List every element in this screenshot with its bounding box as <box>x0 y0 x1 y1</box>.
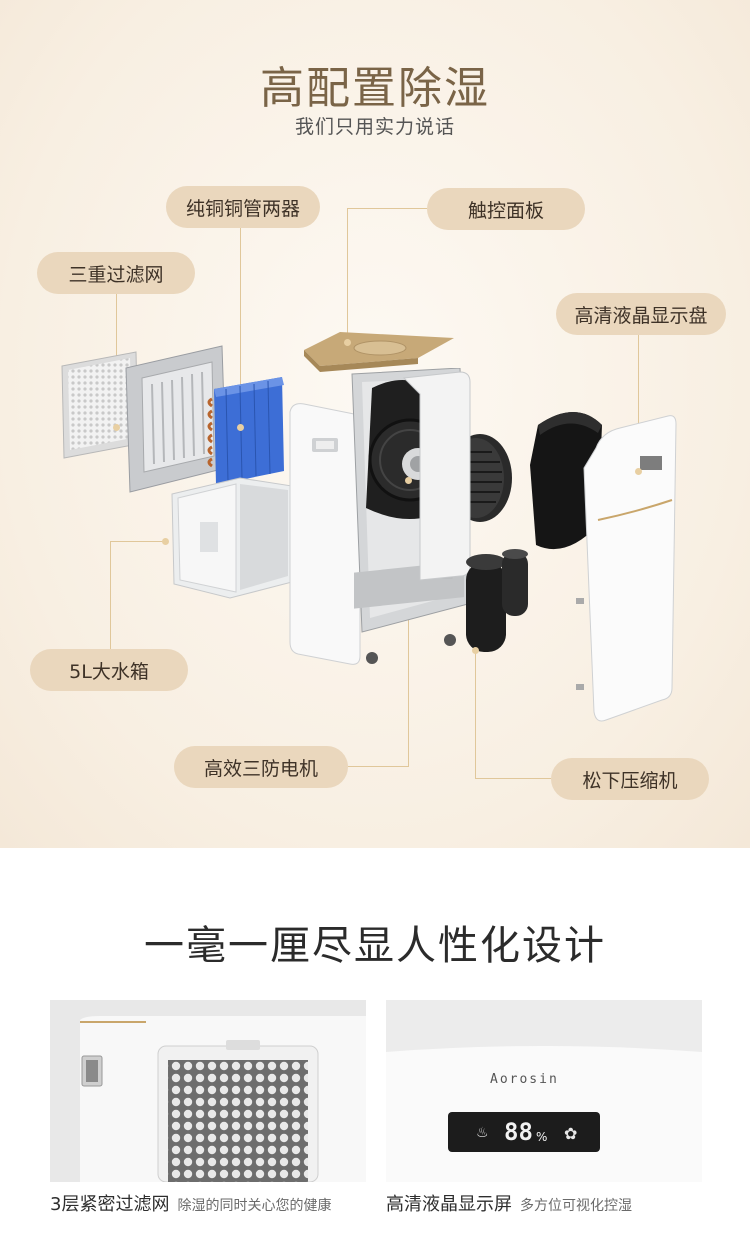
label-compressor: 松下压缩机 <box>551 758 709 800</box>
leader-copper-tube <box>240 228 241 428</box>
leader-motor-h <box>348 766 408 767</box>
label-motor: 高效三防电机 <box>174 746 348 788</box>
front-cover-image <box>576 415 677 722</box>
marker-dot-tank <box>162 538 169 545</box>
marker-dot-motor <box>405 477 412 484</box>
marker-dot-lcd <box>635 468 642 475</box>
copper-tube-evaporator-image <box>207 377 284 485</box>
filter-caption: 3层紧密过滤网 除湿的同时关心您的健康 <box>50 1190 331 1216</box>
marker-dot-touch <box>344 339 351 346</box>
exploded-view-section: 高配置除湿 我们只用实力说话 <box>0 0 750 848</box>
label-touch-panel: 触控面板 <box>427 188 585 230</box>
fan-mode-icon: ✿ <box>564 1124 578 1143</box>
lcd-caption-sub: 多方位可视化控湿 <box>520 1198 632 1214</box>
front-body-panel-image <box>289 403 361 665</box>
filter-caption-main: 3层紧密过滤网 <box>50 1194 170 1215</box>
page-subtitle: 我们只用实力说话 <box>294 116 455 138</box>
leader-compressor-v <box>475 650 476 779</box>
touch-panel-image <box>304 332 454 372</box>
lcd-closeup-illustration <box>386 1000 702 1182</box>
lcd-caption-main: 高清液晶显示屏 <box>386 1194 512 1215</box>
filter-caption-sub: 除湿的同时关心您的健康 <box>177 1198 332 1214</box>
leader-lcd <box>638 333 639 473</box>
lcd-caption: 高清液晶显示屏 多方位可视化控湿 <box>386 1190 632 1216</box>
filter-closeup-photo <box>50 1000 366 1182</box>
lcd-closeup-photo: Aorosin ♨ 88 % ✿ <box>386 1000 702 1182</box>
brand-logo: Aorosin <box>490 1072 559 1087</box>
water-tank-image <box>171 477 293 599</box>
label-triple-filter: 三重过滤网 <box>37 252 195 294</box>
marker-dot-compressor <box>472 647 479 654</box>
label-lcd-panel: 高清液晶显示盘 <box>556 293 726 335</box>
marker-dot-copper <box>237 424 244 431</box>
leader-water-tank-v <box>110 541 111 651</box>
leader-motor-v <box>408 480 409 767</box>
label-copper-tube: 纯铜铜管两器 <box>166 186 320 228</box>
humidity-unit: % <box>536 1130 548 1144</box>
filter-closeup-illustration <box>50 1000 366 1182</box>
humidity-readout: 88 <box>504 1118 533 1146</box>
filter-frame-image <box>125 345 227 493</box>
humidity-icon: ♨ <box>476 1125 489 1141</box>
leader-compressor-h <box>475 778 551 779</box>
air-duct-image <box>530 412 602 550</box>
compressor-image <box>466 549 528 652</box>
leader-touch-panel-v <box>347 208 348 343</box>
leader-touch-panel-h <box>347 208 427 209</box>
marker-dot-filter <box>113 424 120 431</box>
label-water-tank: 5L大水箱 <box>30 649 188 691</box>
design-section-title: 一毫一厘尽显人性化设计 <box>144 923 606 969</box>
leader-water-tank-h <box>110 541 166 542</box>
page-title: 高配置除湿 <box>260 63 490 114</box>
